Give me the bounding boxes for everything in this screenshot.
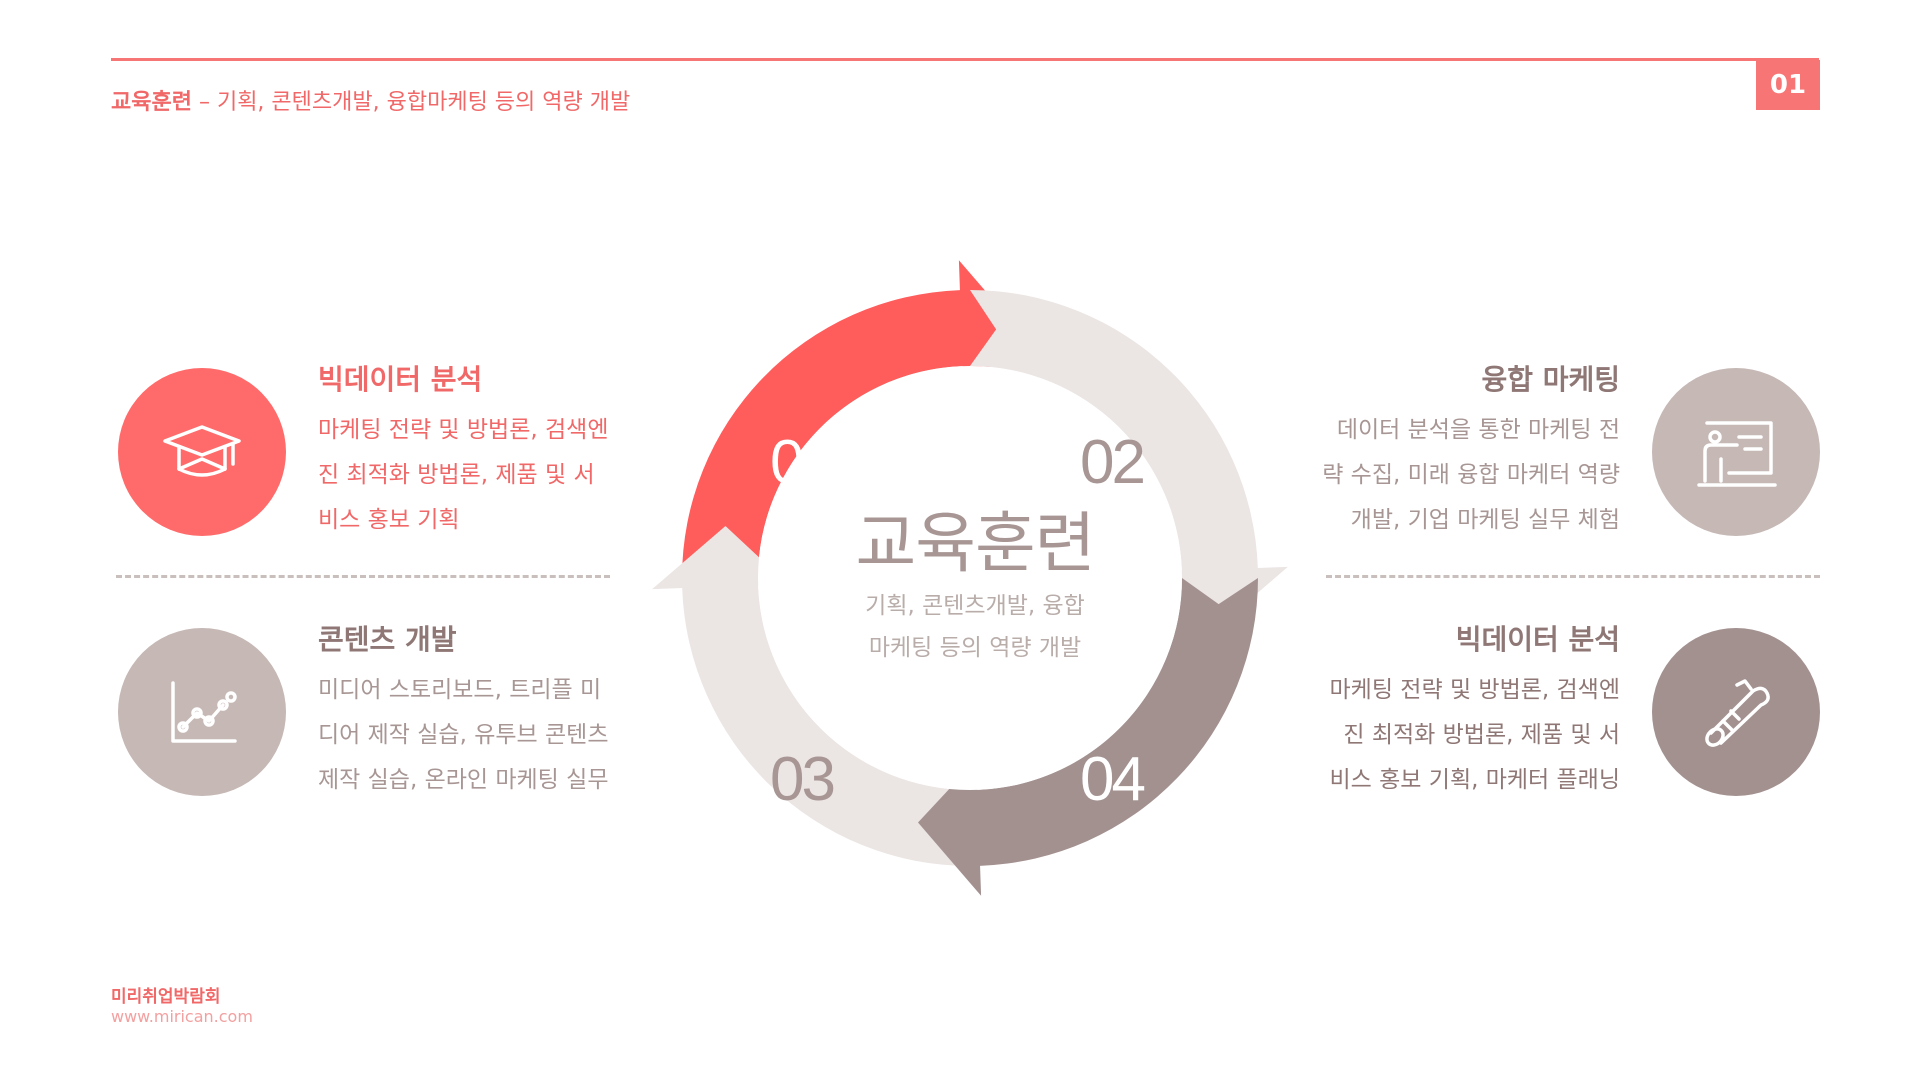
diploma-icon: [1652, 628, 1820, 796]
item-bottom-left: 콘텐츠 개발 미디어 스토리보드, 트리플 미 디어 제작 실습, 유투브 콘텐…: [318, 620, 648, 803]
item-line: 미디어 스토리보드, 트리플 미: [318, 677, 602, 703]
divider-right: [1326, 575, 1820, 578]
cycle-segment-04: [918, 578, 1258, 896]
item-title: 콘텐츠 개발: [318, 623, 457, 656]
page-number-badge: 01: [1756, 60, 1820, 110]
item-top-left: 빅데이터 분석 마케팅 전략 및 방법론, 검색엔 진 최적화 방법론, 제품 …: [318, 360, 648, 543]
header-title-rest: – 기획, 콘텐츠개발, 융합마케팅 등의 역량 개발: [191, 90, 631, 115]
center-subtitle-line: 마케팅 등의 역량 개발: [868, 635, 1082, 661]
page-header: 교육훈련 – 기획, 콘텐츠개발, 융합마케팅 등의 역량 개발: [111, 84, 630, 116]
cycle-segment-02: [970, 290, 1288, 630]
cycle-number-01: 01: [770, 428, 833, 497]
center-subtitle: 기획, 콘텐츠개발, 융합 마케팅 등의 역량 개발: [810, 585, 1140, 669]
item-title: 빅데이터 분석: [318, 363, 483, 396]
line-chart-icon: [118, 628, 286, 796]
cycle-segment-01: [682, 260, 1022, 578]
center-title: 교육훈련: [855, 505, 1096, 582]
cycle-diagram: 01 02 03 04: [652, 260, 1288, 896]
divider-left: [116, 575, 610, 578]
item-title: 빅데이터 분석: [1455, 623, 1620, 656]
item-description: 미디어 스토리보드, 트리플 미 디어 제작 실습, 유투브 콘텐츠 제작 실습…: [318, 668, 648, 803]
item-line: 마케팅 전략 및 방법론, 검색엔: [318, 417, 609, 443]
item-description: 마케팅 전략 및 방법론, 검색엔 진 최적화 방법론, 제품 및 서 비스 홍…: [318, 408, 648, 543]
item-line: 개발, 기업 마케팅 실무 체험: [1350, 507, 1620, 533]
footer-brand: 미리취업박람회: [111, 987, 221, 1007]
cycle-center-disc: [758, 366, 1182, 790]
item-line: 진 최적화 방법론, 제품 및 서: [1343, 722, 1620, 748]
item-line: 디어 제작 실습, 유투브 콘텐츠: [318, 722, 609, 748]
item-line: 비스 홍보 기획, 마케터 플래닝: [1329, 767, 1620, 793]
item-description: 데이터 분석을 통한 마케팅 전 략 수집, 미래 융합 마케터 역량 개발, …: [1290, 408, 1620, 543]
item-bottom-right: 빅데이터 분석 마케팅 전략 및 방법론, 검색엔 진 최적화 방법론, 제품 …: [1290, 620, 1620, 803]
header-title-strong: 교육훈련: [111, 90, 192, 115]
cycle-number-02: 02: [1080, 428, 1143, 497]
item-title: 융합 마케팅: [1481, 363, 1620, 396]
footer-url: www.mirican.com: [111, 1007, 253, 1026]
item-line: 략 수집, 미래 융합 마케터 역량: [1322, 462, 1620, 488]
item-line: 데이터 분석을 통한 마케팅 전: [1336, 417, 1620, 443]
center-subtitle-line: 기획, 콘텐츠개발, 융합: [865, 593, 1085, 619]
item-top-right: 융합 마케팅 데이터 분석을 통한 마케팅 전 략 수집, 미래 융합 마케터 …: [1290, 360, 1620, 543]
cycle-segment-03: [652, 526, 970, 866]
item-line: 진 최적화 방법론, 제품 및 서: [318, 462, 595, 488]
cycle-number-03: 03: [770, 745, 833, 814]
item-line: 비스 홍보 기획: [318, 507, 460, 533]
item-description: 마케팅 전략 및 방법론, 검색엔 진 최적화 방법론, 제품 및 서 비스 홍…: [1290, 668, 1620, 803]
teacher-board-icon: [1652, 368, 1820, 536]
graduation-cap-icon: [118, 368, 286, 536]
item-line: 제작 실습, 온라인 마케팅 실무: [318, 767, 609, 793]
header-rule: [111, 58, 1819, 61]
item-line: 마케팅 전략 및 방법론, 검색엔: [1329, 677, 1620, 703]
cycle-number-04: 04: [1080, 745, 1144, 814]
